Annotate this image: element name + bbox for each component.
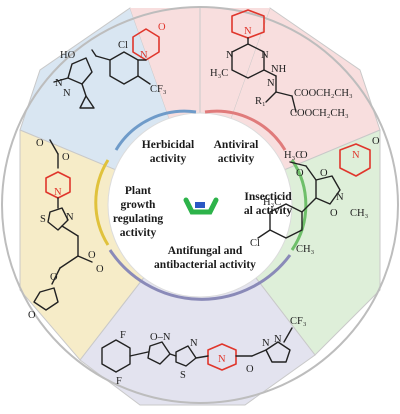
atom-n2: N — [262, 338, 270, 349]
atom-s: S — [180, 370, 186, 381]
atom-n2: N — [261, 50, 269, 61]
atom-n: N — [66, 212, 74, 223]
atom-o4: O — [96, 264, 104, 275]
atom-o5: O — [372, 136, 380, 147]
atom-h3c-1: H₃C — [284, 150, 302, 161]
atom-f1: F — [120, 330, 126, 341]
atom-on: O–N — [150, 332, 171, 343]
atom-cl: Cl — [118, 40, 128, 51]
atom-cl: Cl — [250, 238, 260, 249]
atom-n3: N — [274, 334, 282, 345]
molecule-plant-growth: O O N S N O O O O — [28, 138, 104, 321]
atom-o2: O — [62, 152, 70, 163]
atom-n3: N — [267, 78, 275, 89]
molecule-insecticidal: H₃C O O O N H₃C N O Cl CH₃ O CH₃ — [250, 136, 380, 255]
atom-h3c: H₃C — [210, 68, 228, 79]
atom-n1: N — [226, 50, 234, 61]
atom-ch3-2: CH₃ — [350, 208, 369, 219]
atom-n-red: N — [244, 26, 252, 37]
atom-o6: O — [28, 310, 36, 321]
atom-f2: F — [116, 376, 122, 387]
atom-n-ring: N — [140, 50, 148, 61]
atom-n-red: N — [54, 187, 62, 198]
atom-s: S — [40, 214, 46, 225]
atom-n-red: N — [218, 354, 226, 365]
atom-nh: NH — [271, 64, 287, 75]
atom-o1: O — [36, 138, 44, 149]
atom-n1: N — [55, 78, 63, 89]
atom-o: O — [246, 364, 254, 375]
outer-ring — [1, 6, 399, 404]
atom-r1: R₁ — [255, 96, 266, 107]
atom-ester1: COOCH₂CH₃ — [294, 88, 353, 99]
atom-o2: O — [296, 168, 304, 179]
atom-n: N — [336, 192, 344, 203]
atom-cf3: CF₃ — [290, 316, 307, 327]
atom-n-red: N — [352, 150, 360, 161]
atom-o3: O — [320, 168, 328, 179]
center-piperidine-icon — [183, 197, 219, 215]
atom-o1: O — [300, 150, 308, 161]
atom-n1: N — [190, 338, 198, 349]
atom-o5: O — [50, 272, 58, 283]
atom-o3: O — [88, 250, 96, 261]
atom-o4: O — [330, 208, 338, 219]
atom-ho: HO — [60, 50, 76, 61]
atom-ch3-1: CH₃ — [296, 244, 315, 255]
atom-cf3: CF₃ — [150, 84, 167, 95]
atom-n2: N — [63, 88, 71, 99]
atom-ester2: COOCH₂CH₃ — [290, 108, 349, 119]
molecule-antiviral: N N N NH H₃C N R₁ COOCH₂CH₃ COOCH₂CH₃ — [210, 9, 353, 119]
molecule-herbicidal: O HO Cl N N CF₃ N — [53, 22, 167, 109]
atom-h3c-2: H₃C — [263, 197, 281, 208]
atom-o: O — [158, 22, 166, 33]
molecule-antifungal: F F O–N S N N O N N CF₃ — [101, 316, 307, 387]
